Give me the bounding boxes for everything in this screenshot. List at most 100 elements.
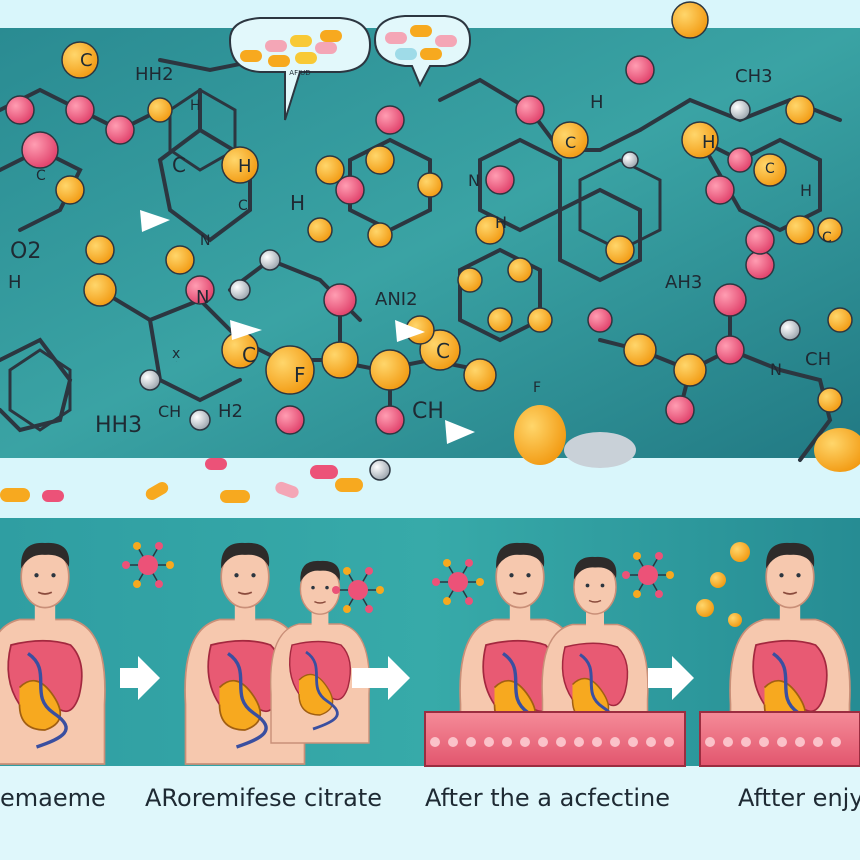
carbon-atom xyxy=(671,1,709,39)
oxygen-atom xyxy=(745,250,775,280)
carbon-atom xyxy=(55,175,85,205)
caption-3: After the a acfectine xyxy=(425,784,670,812)
hydrogen-atom xyxy=(259,249,281,271)
carbon-atom xyxy=(487,307,513,333)
tissue-band-3 xyxy=(424,711,686,767)
oxygen-atom xyxy=(323,283,357,317)
atom-label-x-right: x xyxy=(176,361,177,363)
oxygen-atom xyxy=(715,335,745,365)
bubble xyxy=(696,599,714,617)
atom-label-hh3-bottom: HH3 xyxy=(95,413,142,438)
atom-label-c-right-2: C xyxy=(765,161,775,177)
pill-bubble-right xyxy=(373,15,472,88)
atom-label-ch-center: CH xyxy=(412,399,444,424)
carbon-atom xyxy=(785,215,815,245)
carbon-atom xyxy=(367,222,393,248)
caption-1: emaeme xyxy=(0,784,106,812)
bubble xyxy=(728,613,742,627)
oxygen-atom xyxy=(625,55,655,85)
floating-molecule-2 xyxy=(332,566,384,614)
hydrogen-atom xyxy=(139,369,161,391)
atom-label-c-pink-1: C xyxy=(36,168,46,184)
carbon-atom xyxy=(681,121,719,159)
oxygen-atom xyxy=(185,275,215,305)
arrow-3 xyxy=(648,656,694,700)
atom-label-c-top-left: C xyxy=(80,50,93,71)
carbon-atom xyxy=(221,146,259,184)
atom-label-ch-far-right: CH xyxy=(805,349,831,370)
oxygen-atom xyxy=(21,131,59,169)
atom-label-h-right-top: H xyxy=(590,92,604,113)
carbon-atom xyxy=(365,145,395,175)
atom-label-ani2: ANI2 xyxy=(375,289,418,310)
hydrogen-atom xyxy=(189,409,211,431)
atom-label-hh2-top: HH2 xyxy=(135,64,174,85)
carbon-atom xyxy=(457,267,483,293)
atom-label-ah3: AH3 xyxy=(665,272,702,293)
atom-label-n-right: N xyxy=(468,171,480,190)
atom-label-c-right-1: C xyxy=(565,133,576,152)
carbon-atom xyxy=(507,257,533,283)
atom-label-n-left: N xyxy=(200,233,210,249)
atom-label-c-orange-1: C xyxy=(242,343,256,367)
top-arrows xyxy=(140,210,475,444)
pill-bubble-left: AFIUD xyxy=(228,17,372,121)
oxygen-atom xyxy=(65,95,95,125)
carbon-atom xyxy=(817,387,843,413)
hydrogen-atom xyxy=(779,319,801,341)
caption-4: Aftter enjy xyxy=(738,784,860,812)
carbon-atom xyxy=(551,121,589,159)
atom-label-x-mark: x xyxy=(172,346,180,362)
arrow-1 xyxy=(120,656,160,700)
atom-label-ch3-right: CH3 xyxy=(735,66,773,87)
oxygen-atom xyxy=(335,175,365,205)
atom-label-c-ring-left: C xyxy=(172,153,186,177)
oxygen-atom xyxy=(375,405,405,435)
bubble xyxy=(710,572,726,588)
atom-label-c-small: C xyxy=(238,198,248,214)
hydrogen-atom xyxy=(369,459,391,481)
hydrogen-atom xyxy=(229,279,251,301)
atom-label-o2-left: O2 xyxy=(10,239,41,264)
carbon-atom xyxy=(147,97,173,123)
carbon-atom xyxy=(463,358,497,392)
floating-molecule-3 xyxy=(432,558,484,606)
caption-2: ARoremifese citrate xyxy=(145,784,382,812)
carbon-atom xyxy=(61,41,99,79)
carbon-atom xyxy=(165,245,195,275)
atom-label-h-right-ring: H xyxy=(495,213,507,232)
carbon-atom xyxy=(527,307,553,333)
carbon-atom xyxy=(417,172,443,198)
oxygen-atom xyxy=(727,147,753,173)
arrow-2 xyxy=(352,656,410,700)
oxygen-atom xyxy=(375,105,405,135)
atom-label-h-left: H xyxy=(290,191,305,215)
carbon-atom xyxy=(623,333,657,367)
oxygen-atom xyxy=(705,175,735,205)
atom-label-h-top-mid: H xyxy=(190,98,201,114)
oxygen-atom xyxy=(745,225,775,255)
carbon-atom xyxy=(315,155,345,185)
atom-label-n-far-right: N xyxy=(770,360,782,379)
scattered-pills xyxy=(0,405,860,503)
pill-bubble-text: AFIUD xyxy=(289,69,310,77)
carbon-atom xyxy=(265,345,315,395)
oxygen-atom xyxy=(587,307,613,333)
oxygen-atom xyxy=(485,165,515,195)
oxygen-atom xyxy=(5,95,35,125)
atom-label-c-right-3: C xyxy=(822,230,832,246)
carbon-atom xyxy=(817,217,843,243)
atom-label-n-center: N xyxy=(196,287,209,308)
carbon-atom xyxy=(475,215,505,245)
carbon-atom xyxy=(85,235,115,265)
oxygen-atom xyxy=(515,95,545,125)
floating-molecule-4 xyxy=(622,551,674,599)
atoms-layer xyxy=(5,1,853,481)
figures-layer xyxy=(0,541,860,767)
bubble xyxy=(730,542,750,562)
carbon-atom xyxy=(605,235,635,265)
atom-label-f-orange: F xyxy=(294,363,306,387)
transition-arrows xyxy=(120,656,694,700)
caption-strip-background xyxy=(0,766,860,860)
